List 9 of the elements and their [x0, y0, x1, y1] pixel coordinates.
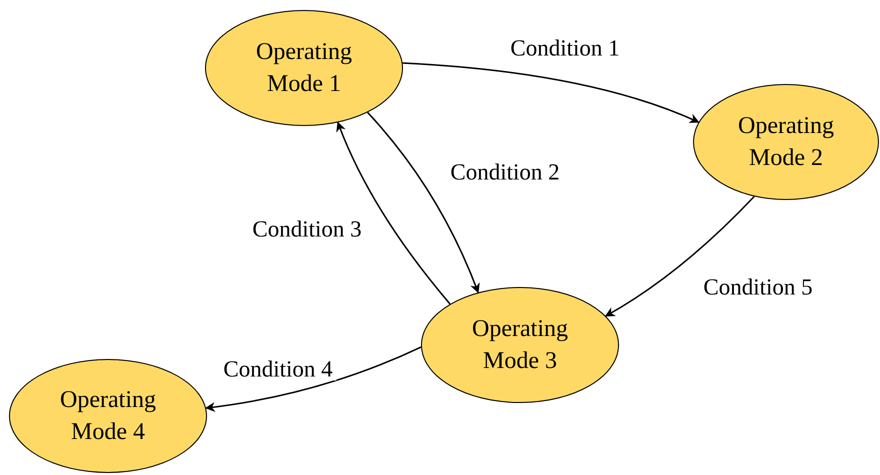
arrow [402, 62, 700, 124]
arrow [604, 196, 755, 317]
arrow [336, 122, 451, 304]
arrow [205, 346, 422, 412]
state-label: Operating Mode 4 [59, 386, 157, 447]
state-label: Operating Mode 1 [255, 38, 353, 99]
arrow [367, 112, 480, 294]
state-label: Operating Mode 2 [737, 112, 835, 173]
state-label: Operating Mode 3 [471, 315, 569, 376]
